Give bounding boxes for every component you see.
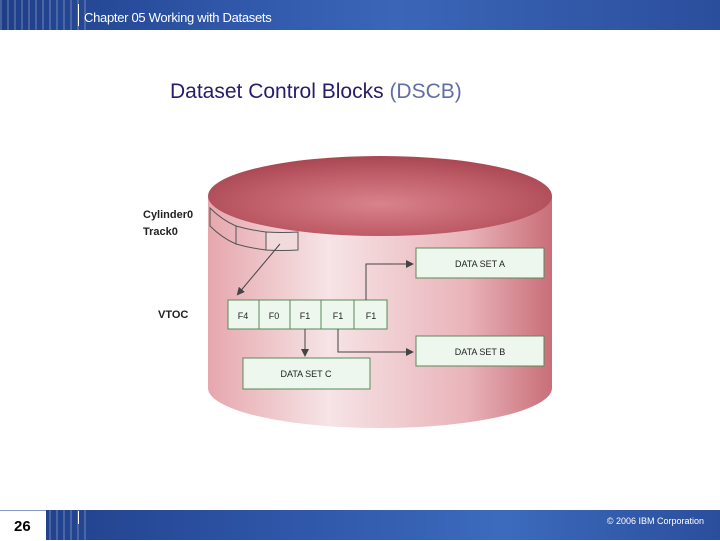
data-set-c-box: DATA SET C <box>242 357 371 390</box>
vtoc-table: F4 F0 F1 F1 F1 <box>227 299 388 330</box>
data-set-c-label: DATA SET C <box>280 369 332 379</box>
footer-bar <box>0 510 720 540</box>
copyright-text: © 2006 IBM Corporation <box>606 516 704 526</box>
vtoc-cell <box>320 299 355 330</box>
slide-title-main: Dataset Control Blocks <box>170 80 384 103</box>
track-segments <box>209 206 299 251</box>
cylinder-label: Cylinder0 <box>143 209 193 221</box>
vtoc-label: VTOC <box>158 309 188 321</box>
data-set-a-box: DATA SET A <box>415 247 545 279</box>
arrow-to-data-set-a <box>365 260 414 300</box>
vtoc-cell <box>353 299 388 330</box>
vtoc-cell <box>258 299 291 330</box>
cylinder-top <box>208 156 552 236</box>
page-number: 26 <box>14 518 31 535</box>
vtoc-cell-label: F4 <box>238 311 249 321</box>
header-bar: Chapter 05 Working with Datasets <box>0 0 720 30</box>
track-label: Track0 <box>143 226 178 238</box>
data-set-b-label: DATA SET B <box>455 347 506 357</box>
data-set-b-rect <box>415 335 545 367</box>
vtoc-cell-label: F1 <box>333 311 344 321</box>
data-set-b-box: DATA SET B <box>415 335 545 367</box>
data-set-c-rect <box>242 357 371 390</box>
chapter-title: Chapter 05 Working with Datasets <box>84 10 272 25</box>
page-number-box <box>0 510 46 541</box>
vtoc-pointer-arrow <box>236 243 281 296</box>
track-segment-vtoc <box>265 231 299 251</box>
vtoc-cell-label: F1 <box>366 311 377 321</box>
vtoc-cell-label: F0 <box>269 311 280 321</box>
slide-title: Dataset Control Blocks (DSCB) <box>170 80 462 104</box>
header-separator <box>78 4 79 26</box>
vtoc-cell <box>227 299 260 330</box>
slide-title-paren: (DSCB) <box>389 80 462 103</box>
header-stripes <box>0 0 90 30</box>
data-set-a-label: DATA SET A <box>455 259 505 269</box>
vtoc-cell-label: F1 <box>300 311 311 321</box>
arrow-to-data-set-b <box>337 329 414 356</box>
data-set-a-rect <box>415 247 545 279</box>
footer-separator <box>78 511 79 524</box>
